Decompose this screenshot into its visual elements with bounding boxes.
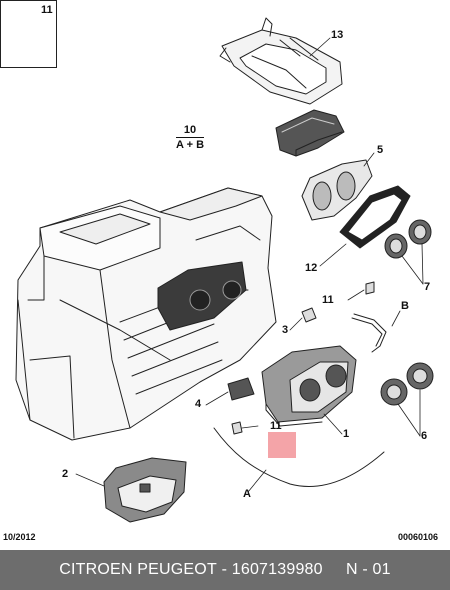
highlight-marker [268, 432, 296, 458]
title-separator: - [216, 561, 232, 578]
callout-13: 13 [331, 29, 344, 41]
callout-2: 2 [62, 468, 69, 480]
callout-5: 5 [377, 144, 384, 156]
callout-11-lower: 11 [270, 420, 282, 432]
part-11-connector-upper [365, 281, 375, 295]
formula-bottom: A + B [176, 139, 205, 151]
title-part-number: 1607139980 [231, 561, 323, 578]
formula-top: 10 [176, 124, 205, 138]
inset-box: 11 [0, 0, 57, 68]
callout-6: 6 [421, 430, 428, 442]
part-13-frame [219, 17, 343, 105]
callout-4: 4 [195, 398, 202, 410]
callout-12: 12 [305, 262, 318, 274]
callout-11-upper: 11 [322, 294, 334, 306]
callout-7: 7 [424, 281, 431, 293]
title-page: N - 01 [345, 561, 391, 578]
hvac-housing [15, 187, 277, 441]
part-1-control-unit [261, 345, 357, 427]
part-5-bezel [301, 159, 373, 221]
part-12-trim-ring [339, 185, 411, 249]
part-10-formula: 10 A + B [176, 124, 205, 151]
title-brand: CITROEN PEUGEOT [59, 561, 217, 578]
footer-code: 00060106 [398, 532, 439, 542]
callout-1: 1 [343, 428, 350, 440]
title-bar: CITROEN PEUGEOT - 1607139980 N - 01 [0, 550, 450, 590]
cable-a [213, 427, 385, 487]
mounted-control-panel [157, 261, 247, 331]
part-6-round-vents [380, 362, 434, 406]
title-gap [323, 561, 346, 579]
part-11-connector-lower [231, 421, 243, 435]
cable-b [351, 313, 387, 353]
control-module-small [275, 109, 345, 157]
leader-lines [75, 37, 424, 493]
inset-part-number: 11 [41, 4, 53, 16]
footer-date: 10/2012 [3, 532, 36, 542]
part-3-clip [301, 307, 317, 323]
part-4-panel [227, 377, 255, 401]
callout-b: B [401, 300, 409, 312]
exploded-parts-diagram [7, 15, 434, 523]
callout-3: 3 [282, 324, 289, 336]
part-7-round-vents [384, 219, 432, 259]
part-2-control-panel [103, 457, 187, 523]
callout-a: A [243, 488, 251, 500]
